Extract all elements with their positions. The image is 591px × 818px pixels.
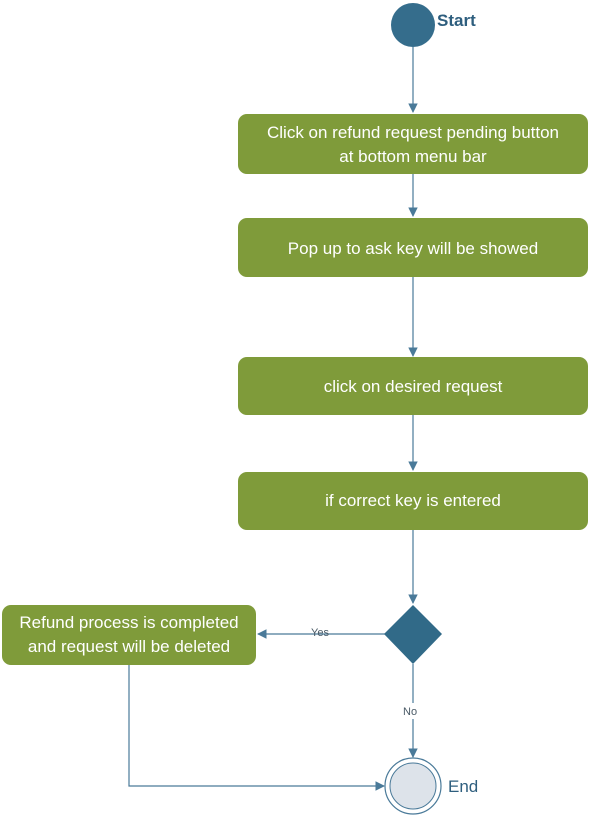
action-box bbox=[2, 605, 256, 665]
yes-branch-label: Yes bbox=[311, 627, 329, 639]
action-text-line2: and request will be deleted bbox=[28, 637, 230, 656]
no-branch-label: No bbox=[403, 706, 417, 718]
action-box bbox=[238, 114, 588, 174]
action-click-refund-button: Click on refund request pending button a… bbox=[238, 114, 588, 174]
end-label: End bbox=[448, 777, 478, 796]
decision-node bbox=[384, 605, 442, 664]
action-correct-key-entered: if correct key is entered bbox=[238, 472, 588, 530]
start-label: Start bbox=[437, 11, 476, 30]
end-inner-circle bbox=[389, 762, 437, 810]
action-text: Pop up to ask key will be showed bbox=[288, 239, 538, 258]
start-circle bbox=[391, 3, 435, 47]
action-popup-key: Pop up to ask key will be showed bbox=[238, 218, 588, 277]
action-text: click on desired request bbox=[324, 377, 503, 396]
start-node: Start bbox=[391, 3, 476, 47]
no-label-background bbox=[400, 703, 424, 719]
action-text-line2: at bottom menu bar bbox=[339, 147, 487, 166]
action-box bbox=[238, 472, 588, 530]
action-refund-completed: Refund process is completed and request … bbox=[2, 605, 256, 665]
action-text-line1: Click on refund request pending button bbox=[267, 123, 559, 142]
connector-completed-to-end bbox=[128, 665, 385, 791]
action-box bbox=[238, 357, 588, 415]
action-box bbox=[238, 218, 588, 277]
end-node: End bbox=[384, 757, 478, 815]
action-text: if correct key is entered bbox=[325, 491, 501, 510]
action-click-desired-request: click on desired request bbox=[238, 357, 588, 415]
action-text-line1: Refund process is completed bbox=[19, 613, 238, 632]
decision-diamond bbox=[384, 605, 442, 664]
